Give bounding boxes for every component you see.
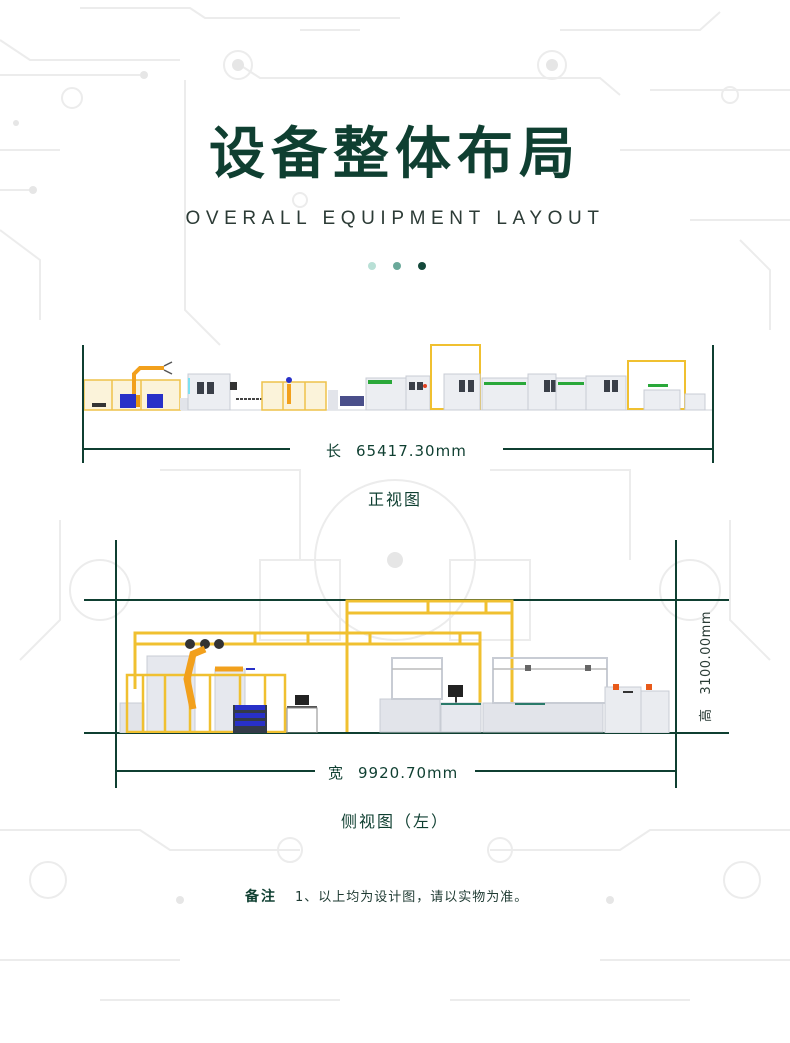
side-view-ground-line bbox=[84, 732, 729, 734]
height-value: 3100.00mm bbox=[699, 610, 714, 695]
side-view-width-line-right bbox=[475, 770, 675, 772]
length-label: 长 bbox=[326, 442, 343, 460]
width-label: 宽 bbox=[328, 764, 345, 782]
footnote-label: 备注 bbox=[245, 889, 277, 905]
dot-dark bbox=[418, 262, 426, 270]
side-view-caption: 侧视图（左） bbox=[340, 812, 449, 831]
side-view-width-line-left bbox=[115, 770, 315, 772]
front-view-length-line-left bbox=[82, 448, 290, 450]
footnote: 备注 1、以上均为设计图，请以实物为准。 bbox=[245, 886, 528, 906]
height-label: 高 bbox=[699, 708, 714, 722]
side-view-left-boundary bbox=[115, 540, 117, 788]
front-view-caption: 正视图 bbox=[367, 490, 422, 509]
front-view-length-line-right bbox=[503, 448, 713, 450]
footnote-text: 1、以上均为设计图，请以实物为准。 bbox=[295, 890, 529, 905]
front-view-length-dimension: 长 65417.30mm bbox=[316, 440, 477, 461]
page-subtitle: OVERALL EQUIPMENT LAYOUT bbox=[185, 208, 605, 229]
decorative-dots bbox=[368, 262, 426, 270]
side-view-right-boundary bbox=[675, 540, 677, 788]
page-title: 设备整体布局 bbox=[209, 122, 581, 187]
side-view-height-dimension: 高 3100.00mm bbox=[695, 611, 714, 722]
side-view-equipment-drawing bbox=[119, 599, 670, 733]
length-value: 65417.30mm bbox=[356, 442, 467, 460]
front-view-right-boundary bbox=[712, 345, 714, 463]
dot-light bbox=[368, 262, 376, 270]
front-view-left-boundary bbox=[82, 345, 84, 463]
width-value: 9920.70mm bbox=[358, 764, 459, 782]
dot-medium bbox=[393, 262, 401, 270]
front-view-equipment-drawing bbox=[84, 344, 712, 411]
side-view-width-dimension: 宽 9920.70mm bbox=[318, 762, 469, 783]
